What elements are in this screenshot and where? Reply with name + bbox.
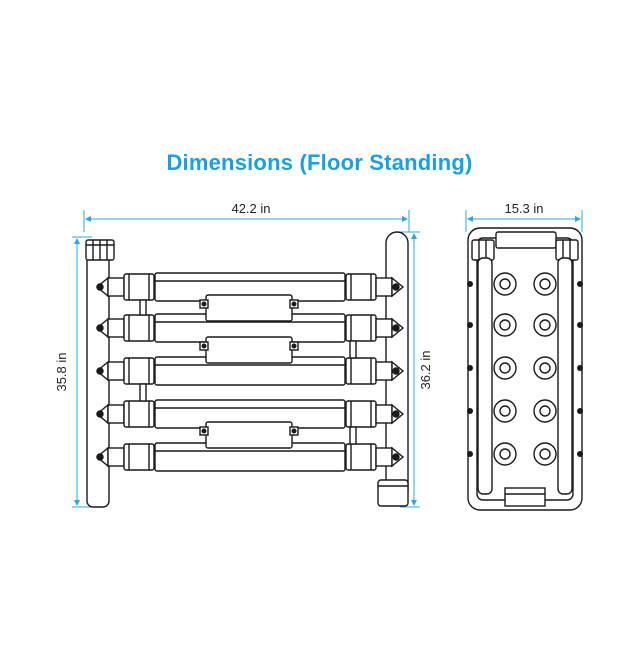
side-width-label: 15.3 in: [504, 201, 543, 216]
front-width-dimension: 42.2 in: [83, 201, 410, 232]
vessel-row-2: [95, 313, 405, 343]
front-left-height-label: 35.8 in: [54, 352, 69, 391]
vessel-row-5: [95, 442, 405, 472]
side-view: [467, 227, 583, 511]
page-title: Dimensions (Floor Standing): [166, 150, 473, 175]
vessel-row-1: [95, 272, 405, 302]
clamp-3: [199, 421, 299, 449]
front-left-height-dimension: 35.8 in: [54, 236, 92, 508]
side-width-dimension: 15.3 in: [465, 201, 583, 232]
vessel-row-4: [95, 399, 405, 429]
clamp-2: [199, 336, 299, 364]
front-right-height-label: 36.2 in: [418, 350, 433, 389]
side-vessel-ends: [493, 272, 557, 466]
side-frame-bolts: [467, 281, 583, 457]
front-right-height-dimension: 36.2 in: [400, 231, 433, 508]
front-view: [85, 231, 409, 508]
clamp-1: [199, 294, 299, 322]
front-width-label: 42.2 in: [231, 201, 270, 216]
